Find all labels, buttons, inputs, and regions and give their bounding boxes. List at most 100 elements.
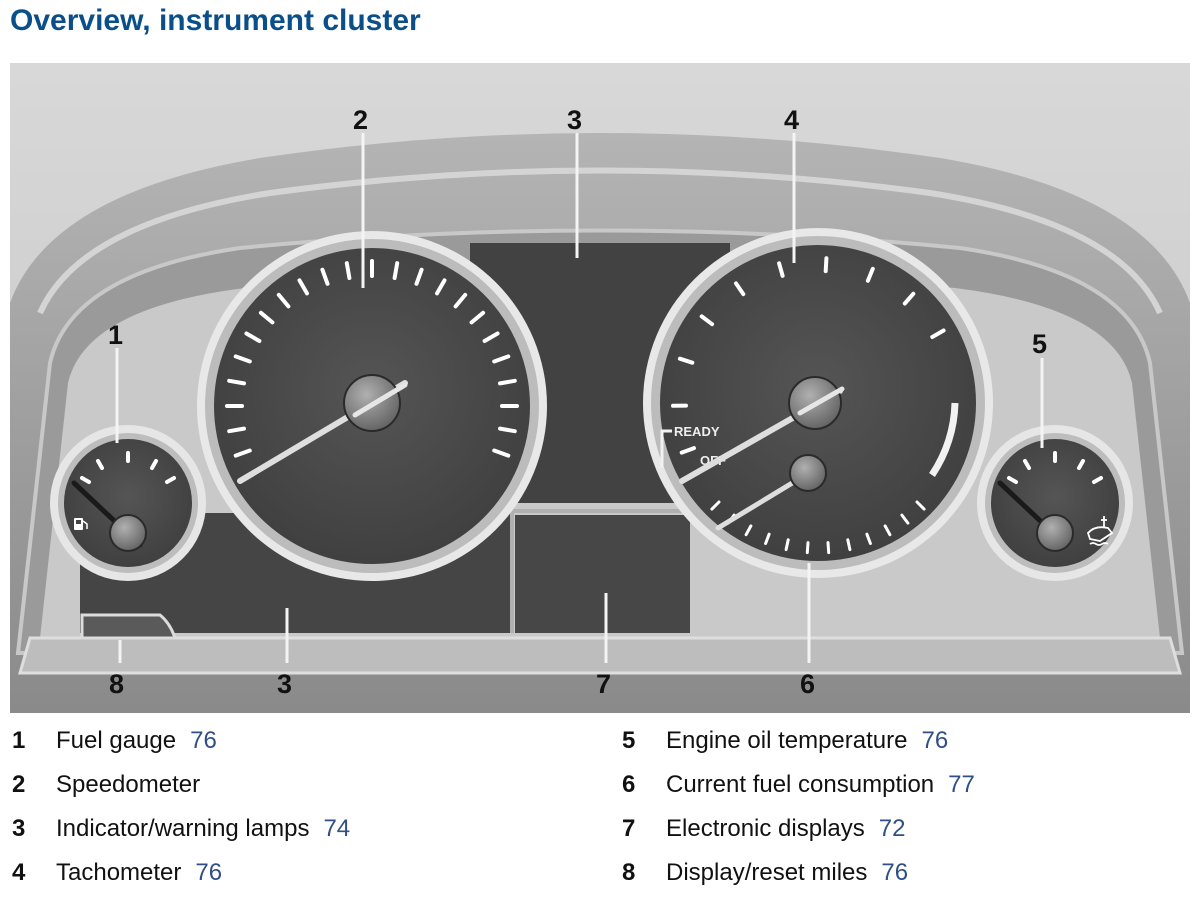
tachometer-ticks: [671, 256, 946, 455]
legend-number: 6: [622, 771, 636, 798]
dial-tick: [227, 378, 246, 386]
dial-tick: [276, 292, 291, 309]
ready-indicator-bracket: [660, 429, 672, 468]
dial-tick: [930, 328, 946, 339]
legend-item: 8 Display/reset miles 76: [622, 859, 975, 903]
oil-temperature-gauge: [977, 425, 1133, 581]
legend-page-ref[interactable]: 76: [190, 727, 217, 754]
dial-tick: [710, 500, 721, 511]
ready-label: READY: [674, 424, 720, 439]
legend-item: 1 Fuel gauge 76: [12, 727, 350, 771]
dial-tick: [320, 267, 330, 286]
legend-page-ref[interactable]: 76: [881, 859, 909, 886]
legend-column-right: 5 Engine oil temperature 76 6 Current fu…: [622, 727, 975, 903]
dial-tick: [826, 541, 831, 555]
legend-page-ref[interactable]: 76: [921, 727, 949, 754]
legend-number: 3: [12, 815, 26, 842]
fuel-gauge: [50, 425, 206, 581]
dial-tick: [883, 524, 892, 537]
dial-tick: [297, 278, 309, 296]
dial-tick: [414, 267, 424, 286]
tachometer-redline-arc: [929, 402, 959, 477]
legend-page-ref[interactable]: 77: [948, 771, 975, 798]
dial-tick: [344, 261, 352, 280]
fuel-pump-icon: [74, 518, 88, 530]
legend-number: 5: [622, 727, 636, 754]
dial-tick: [498, 426, 517, 434]
dial-tick: [699, 314, 715, 327]
dial-tick: [679, 446, 696, 455]
fuel-consumption-ticks: [710, 500, 926, 555]
callout-4: 4: [784, 105, 799, 135]
callout-5: 5: [1032, 329, 1047, 359]
dial-tick: [469, 310, 486, 325]
legend-item: 5 Engine oil temperature 76: [622, 727, 975, 771]
electronic-display-panel: [515, 515, 690, 633]
dial-tick: [846, 538, 852, 552]
dial-tick: [900, 513, 910, 525]
page-title: Overview, instrument cluster: [10, 4, 421, 37]
oil-temperature-hub: [1036, 514, 1074, 552]
dial-tick: [777, 261, 785, 278]
dial-tick: [233, 448, 252, 458]
dial-tick: [764, 532, 771, 545]
dial-tick: [915, 500, 926, 511]
legend-text: Fuel gauge: [56, 727, 177, 754]
legend-item: 3 Indicator/warning lamps 74: [12, 815, 350, 859]
legend-text: Engine oil temperature: [666, 727, 908, 754]
callout-3-bottom: 3: [277, 669, 292, 699]
dial-tick: [435, 278, 447, 296]
legend-item: 6 Current fuel consumption 77: [622, 771, 975, 815]
callout-7: 7: [596, 669, 611, 699]
dial-tick: [258, 310, 275, 325]
legend-page-ref[interactable]: 72: [878, 815, 906, 842]
callout-8: 8: [109, 669, 124, 699]
oil-temperature-icon: [1086, 516, 1114, 546]
legend-item: 4 Tachometer 76: [12, 859, 350, 903]
dial-tick: [498, 378, 517, 386]
dial-tick: [784, 538, 790, 552]
dial-tick: [492, 448, 511, 458]
speedometer: [197, 231, 547, 581]
legend-text: Speedometer: [56, 771, 201, 798]
speedometer-ticks: [225, 259, 519, 458]
callout-3-top: 3: [567, 105, 582, 135]
dial-tick: [392, 261, 400, 280]
legend-number: 7: [622, 815, 636, 842]
dial-tick: [677, 356, 695, 365]
fuel-gauge-ticks: [80, 451, 176, 484]
dial-tick: [233, 354, 252, 364]
legend-item: 2 Speedometer: [12, 771, 350, 815]
legend-number: 4: [12, 859, 26, 886]
oil-temperature-ticks: [1007, 451, 1103, 484]
legend-number: 8: [622, 859, 636, 886]
callout-lines: [115, 133, 1044, 663]
dial-tick: [482, 331, 500, 343]
fuel-consumption-hub: [789, 454, 827, 492]
trip-reset-display: [80, 613, 178, 640]
legend-text: Display/reset miles: [666, 859, 868, 886]
legend-number: 1: [12, 727, 26, 754]
fuel-gauge-hub: [109, 514, 147, 552]
dial-tick: [865, 266, 875, 283]
dial-tick: [823, 256, 829, 274]
legend-text: Current fuel consumption: [666, 771, 935, 798]
dial-tick: [244, 331, 262, 343]
legend-column-left: 1 Fuel gauge 76 2 Speedometer 3 Indicato…: [12, 727, 350, 903]
dial-tick: [865, 532, 872, 545]
callout-2: 2: [353, 105, 368, 135]
legend-text: Electronic displays: [666, 815, 865, 842]
dashboard-hood-highlight: [37, 167, 1163, 315]
instrument-cluster-figure: READY OFF: [10, 63, 1190, 713]
legend-item: 7 Electronic displays 72: [622, 815, 975, 859]
dial-tick: [453, 292, 468, 309]
legend-page-ref[interactable]: 76: [195, 859, 223, 886]
dial-tick: [734, 281, 746, 297]
callout-1: 1: [108, 320, 123, 350]
legend-text: Indicator/warning lamps: [56, 815, 310, 842]
tachometer: READY OFF: [643, 228, 993, 578]
legend-page-ref[interactable]: 74: [323, 815, 351, 842]
dial-tick: [492, 354, 511, 364]
cluster-lower-lip: [18, 636, 1182, 675]
dial-tick: [805, 541, 810, 555]
